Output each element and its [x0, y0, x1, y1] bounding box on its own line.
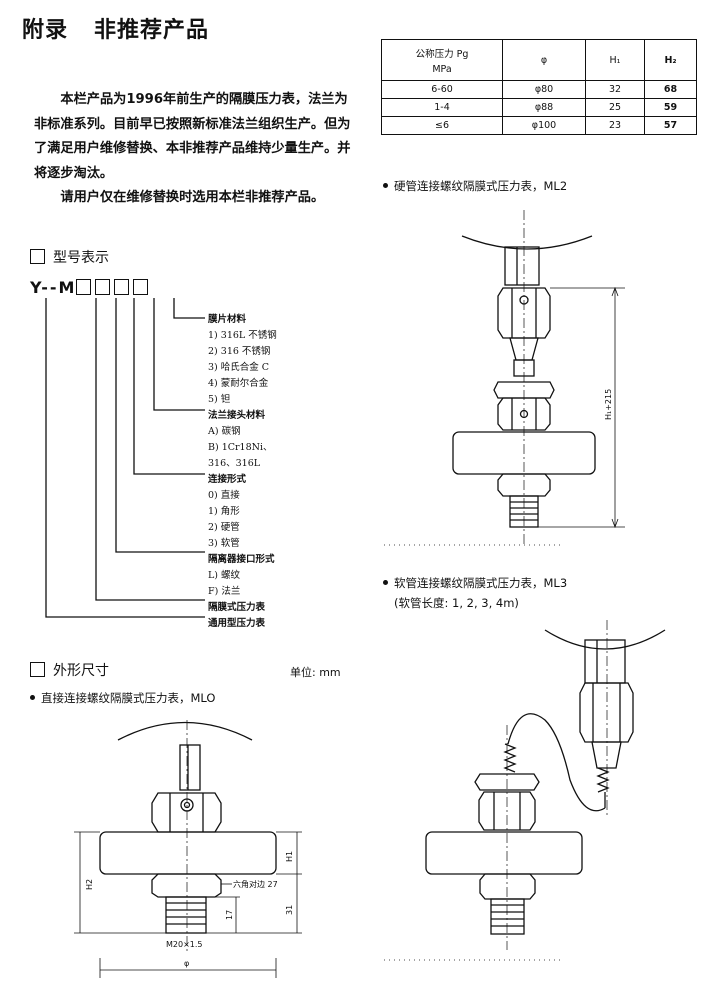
ml3-drawing [425, 629, 666, 935]
mlo-17-label: 17 [225, 910, 234, 920]
title-appendix: 附录 [22, 18, 69, 43]
ml3-caption: 软管连接螺纹隔膜式压力表，ML3 [383, 575, 567, 591]
table-cell: 25 [585, 98, 645, 117]
dimension-section-heading: 外形尺寸 [30, 660, 109, 680]
unit-label: 单位: mm [290, 666, 341, 679]
table-cell: 6-60 [381, 80, 503, 99]
mlo-h2-label: H2 [85, 879, 94, 890]
model-legend-item: 法兰接头材料 [208, 410, 266, 421]
model-legend-item: 膜片材料 [208, 314, 247, 325]
model-slot-box [114, 279, 130, 295]
mlo-hex-label: 六角对边 27 [233, 879, 278, 889]
model-code-sep: -M [49, 278, 77, 297]
ml2-caption-text: 硬管连接螺纹隔膜式压力表，ML2 [394, 179, 568, 193]
table-cell: 1-4 [381, 98, 503, 117]
ml3-caption-text: 软管连接螺纹隔膜式压力表，ML3 [394, 576, 568, 590]
model-legend-item: 316、316L [208, 458, 261, 469]
model-legend-item: 1) 316L 不锈钢 [208, 330, 277, 341]
ml3-subcaption: (软管长度: 1, 2, 3, 4m) [394, 596, 519, 610]
title-nonrecommended: 非推荐产品 [94, 18, 210, 43]
model-slot-box [133, 279, 149, 295]
model-legend-item: B) 1Cr18Ni、 [208, 442, 273, 453]
model-legend-item: 3) 软管 [208, 538, 240, 549]
model-legend-item: L) 螺纹 [208, 570, 241, 581]
model-slot-box [76, 279, 92, 295]
bullet-icon [383, 580, 388, 585]
mlo-h1-label: H1 [285, 851, 294, 862]
table-row: 6-60 φ80 32 68 [381, 80, 697, 99]
model-legend-item: 1) 角形 [208, 506, 240, 517]
model-legend-item: 3) 哈氏合金 C [208, 362, 270, 373]
model-legend-item: F) 法兰 [208, 586, 241, 597]
table-row: 1-4 φ88 25 59 [381, 98, 697, 117]
model-legend-item: 4) 蒙耐尔合金 [208, 378, 269, 389]
table-header-h1: H₁ [585, 39, 645, 81]
intro-paragraph-2: 请用户仅在维修替换时选用本栏非推荐产品。 [60, 190, 325, 205]
model-legend-item: 2) 316 不锈钢 [208, 346, 271, 357]
ml2-drawing [452, 235, 625, 529]
ml2-dim-label: H₁+215 [604, 389, 613, 420]
mlo-drawing [74, 721, 302, 978]
intro-text: 本栏产品为1996年前生产的隔膜压力表，法兰为非标准系列。目前早已按照新标准法兰… [34, 88, 354, 211]
checkbox-square-icon [30, 249, 45, 264]
mlo-caption: 直接连接螺纹隔膜式压力表，MLO [30, 690, 215, 706]
table-header-pressure: 公称压力 Pg MPa [381, 39, 503, 81]
bullet-icon [30, 695, 35, 700]
table-cell: φ80 [502, 80, 586, 99]
model-legend-item: 隔膜式压力表 [208, 602, 266, 613]
mlo-caption-text: 直接连接螺纹隔膜式压力表，MLO [41, 691, 216, 705]
model-code: Y--M [30, 278, 152, 297]
model-legend-item: 连接形式 [208, 474, 247, 485]
mlo-31-label: 31 [285, 905, 294, 915]
table-header-row: 公称压力 Pg MPa φ H₁ H₂ [381, 39, 697, 81]
table-row: ≤6 φ100 23 57 [381, 116, 697, 135]
model-legend-item: 0) 直接 [208, 490, 240, 501]
table-cell: 59 [644, 98, 697, 117]
mlo-phi-label: φ [184, 959, 189, 968]
model-legend-tree: 膜片材料 1) 316L 不锈钢 2) 316 不锈钢 3) 哈氏合金 C 4) 蒙耐尔… [0, 0, 360, 640]
model-legend-item: A) 碳钢 [208, 426, 241, 437]
model-legend-item: 2) 硬管 [208, 522, 240, 533]
table-cell: 68 [644, 80, 697, 99]
header-pressure-unit: MPa [432, 63, 452, 75]
checkbox-square-icon [30, 662, 45, 677]
table-cell: 57 [644, 116, 697, 135]
spec-table: 公称压力 Pg MPa φ H₁ H₂ 6-60 φ80 32 68 1-4 φ… [381, 39, 697, 135]
model-heading-text: 型号表示 [53, 250, 109, 266]
table-header-phi: φ [502, 39, 586, 81]
bullet-icon [383, 183, 388, 188]
table-cell: φ100 [502, 116, 586, 135]
ml2-caption: 硬管连接螺纹隔膜式压力表，ML2 [383, 178, 567, 194]
model-legend-item: 通用型压力表 [208, 618, 266, 629]
model-slot-box [95, 279, 111, 295]
model-code-prefix: Y- [30, 278, 50, 297]
table-cell: 23 [585, 116, 645, 135]
table-cell: φ88 [502, 98, 586, 117]
table-cell: 32 [585, 80, 645, 99]
model-section-heading: 型号表示 [30, 247, 109, 267]
header-pressure-label: 公称压力 Pg [415, 48, 469, 60]
intro-paragraph-1: 本栏产品为1996年前生产的隔膜压力表，法兰为非标准系列。目前早已按照新标准法兰… [34, 92, 351, 181]
mlo-thread-label: M20×1.5 [166, 940, 203, 949]
table-header-h2: H₂ [644, 39, 697, 81]
table-cell: ≤6 [381, 116, 503, 135]
page-title: 附录非推荐产品 [22, 12, 209, 44]
dimension-heading-text: 外形尺寸 [53, 663, 109, 679]
model-legend-item: 隔离器接口形式 [208, 554, 275, 565]
model-legend-item: 5) 钽 [208, 394, 231, 405]
